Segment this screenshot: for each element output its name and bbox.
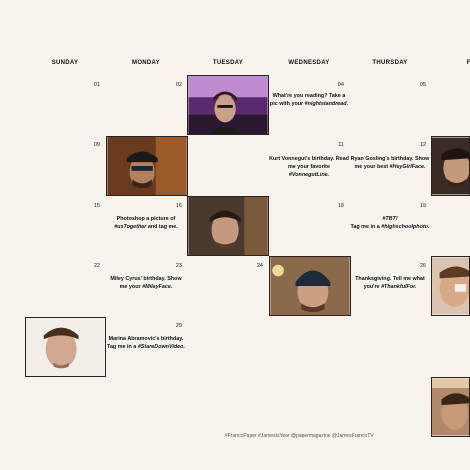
- selfie-image: [188, 197, 268, 255]
- photo-08[interactable]: [106, 136, 188, 196]
- note-text: Ryan Gosling's birthday. Show me your be…: [350, 156, 430, 170]
- note-thanksgiving: Thanksgiving. Tell me what you're #Thank…: [350, 275, 430, 291]
- footer-hashtags: #FrancoPaper #JamesIsYear @papermagazine…: [225, 433, 374, 439]
- note-text: Marina Abramovic's birthday. Tag me in a: [107, 336, 184, 350]
- day-header-tuesday: TUESDAY: [212, 60, 244, 66]
- selfie-image: [107, 137, 187, 195]
- note-text: Kurt Vonnegut's birthday. Read me your f…: [269, 156, 349, 170]
- date-18: 18: [337, 203, 344, 209]
- date-22: 22: [93, 263, 100, 269]
- date-16: 16: [175, 203, 182, 209]
- note-text: Miley Cyrus' birthday. Show me your: [110, 276, 182, 290]
- day-header-monday: MONDAY: [132, 60, 160, 66]
- selfie-image: [270, 257, 350, 315]
- note-tbt: #TBT! Tag me in a #highschoolphoto.: [350, 215, 430, 231]
- date-04: 04: [337, 82, 344, 88]
- photo-17[interactable]: [187, 196, 269, 256]
- date-24: 24: [256, 263, 263, 269]
- note-text: Thanksgiving. Tell me what you're: [355, 276, 425, 290]
- date-11: 11: [338, 142, 344, 148]
- hashtag[interactable]: #MileyFace.: [142, 284, 173, 290]
- note-nightstand: What're you reading? Take a pic with you…: [269, 92, 349, 108]
- note-vonnegut: Kurt Vonnegut's birthday. Read me your f…: [269, 155, 349, 179]
- note-photoshop: Photoshop a picture of #usTogether and t…: [106, 215, 186, 231]
- hashtag[interactable]: #StareDownVideo.: [137, 344, 185, 350]
- note-text: What're you reading? Take a pic with you…: [269, 93, 346, 107]
- date-26: 26: [419, 263, 426, 269]
- day-header-thursday: THURSDAY: [372, 60, 408, 66]
- date-23: 23: [175, 263, 182, 269]
- note-text: Photoshop a picture of: [116, 216, 176, 222]
- note-text: Tag me in a: [350, 224, 380, 230]
- photo-25[interactable]: [269, 256, 351, 316]
- photo-13[interactable]: [431, 136, 470, 196]
- date-02: 02: [175, 82, 182, 88]
- date-12: 12: [419, 142, 426, 148]
- note-abramovic: Marina Abramovic's birthday. Tag me in a…: [106, 335, 186, 351]
- date-05: 05: [419, 82, 426, 88]
- note-miley: Miley Cyrus' birthday. Show me your #Mil…: [106, 275, 186, 291]
- photo-03[interactable]: [187, 75, 269, 135]
- photo-34[interactable]: [431, 377, 470, 437]
- date-29: 29: [175, 323, 182, 329]
- hashtag[interactable]: #VonnegutLine.: [288, 172, 330, 178]
- day-header-sunday: SUNDAY: [51, 60, 79, 66]
- selfie-image: [432, 257, 469, 315]
- selfie-image: [432, 137, 469, 195]
- hashtag[interactable]: #nightstandread.: [304, 101, 349, 107]
- hashtag[interactable]: #usTogether: [114, 224, 147, 230]
- selfie-image: [188, 76, 268, 134]
- selfie-image: [432, 378, 469, 436]
- day-header-friday: FR: [466, 60, 470, 66]
- date-15: 15: [93, 203, 100, 209]
- date-19: 19: [419, 203, 426, 209]
- note-text-tail: and tag me.: [147, 224, 178, 230]
- date-01: 01: [93, 82, 100, 88]
- selfie-image: [26, 318, 105, 376]
- hashtag[interactable]: #ThankfulFor.: [381, 284, 417, 290]
- hashtag[interactable]: #TBT!: [382, 216, 398, 222]
- photo-27[interactable]: [431, 256, 470, 316]
- date-09: 09: [93, 142, 100, 148]
- hashtag[interactable]: #highschoolphoto.: [381, 224, 430, 230]
- note-gosling: Ryan Gosling's birthday. Show me your be…: [350, 155, 430, 171]
- day-header-wednesday: WEDNESDAY: [288, 60, 330, 66]
- photo-28[interactable]: [25, 317, 106, 377]
- hashtag[interactable]: #HeyGirlFace.: [389, 164, 426, 170]
